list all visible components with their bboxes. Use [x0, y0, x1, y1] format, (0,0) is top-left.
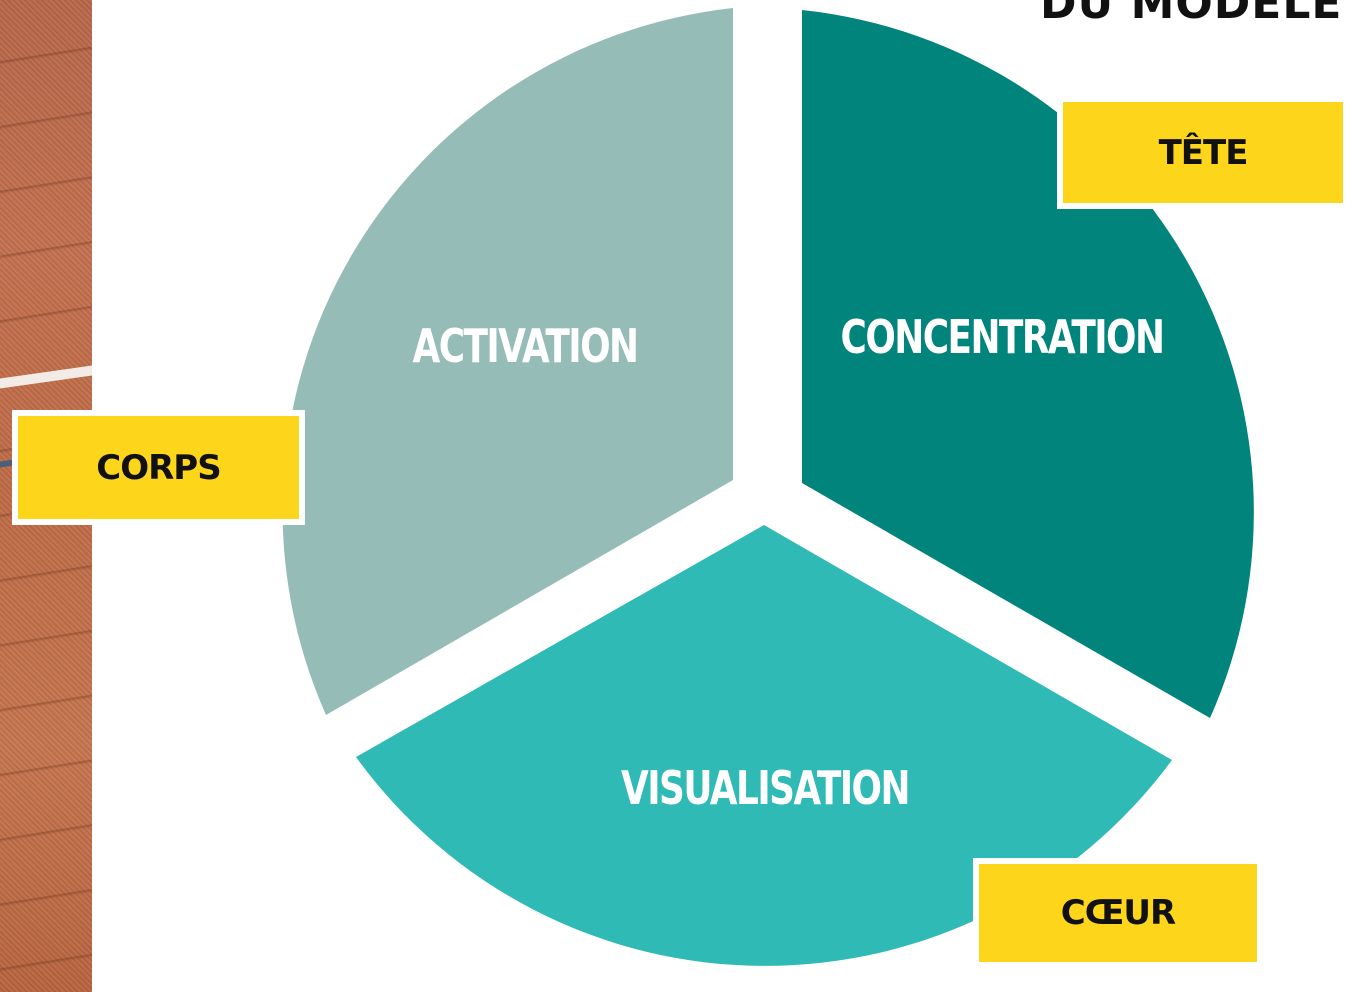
- tag-coeur: CŒUR: [973, 858, 1263, 968]
- segment-concentration: [802, 10, 1254, 718]
- tag-tete: TÊTE: [1057, 96, 1349, 209]
- segment-activation: [282, 8, 733, 715]
- segment-visualisation: [356, 525, 1172, 966]
- label-concentration: CONCENTRATION: [840, 310, 1165, 364]
- page-title: DU MODÈLE SE: [1040, 0, 1356, 29]
- tag-corps: CORPS: [12, 410, 305, 525]
- label-visualisation: VISUALISATION: [621, 761, 910, 815]
- label-activation: ACTIVATION: [412, 319, 639, 373]
